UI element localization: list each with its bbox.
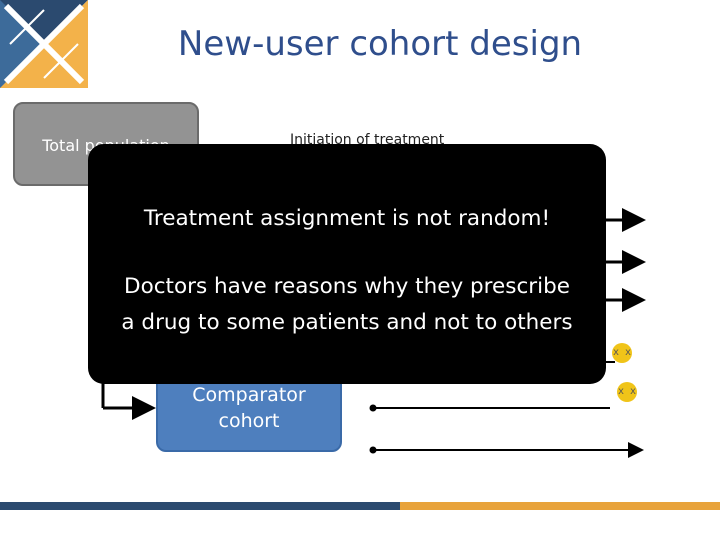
callout-text-line1: Doctors have reasons why they prescribe [124,274,570,299]
footer-bar [0,502,720,510]
footer-bar-dark [0,502,400,510]
logo-icon [0,0,88,88]
slide-title: New-user cohort design [177,24,583,64]
event-marker: x x [612,343,632,363]
event-marker: x x [617,382,637,402]
comparator-label-line1: Comparator [192,384,306,406]
callout-heading: Treatment assignment is not random! [143,206,551,231]
comparator-label-line2: cohort [218,410,280,432]
footer-bar-orange [400,502,720,510]
callout-overlay: Treatment assignment is not random! Doct… [88,144,606,384]
callout-text-line2: a drug to some patients and not to other… [121,310,573,335]
